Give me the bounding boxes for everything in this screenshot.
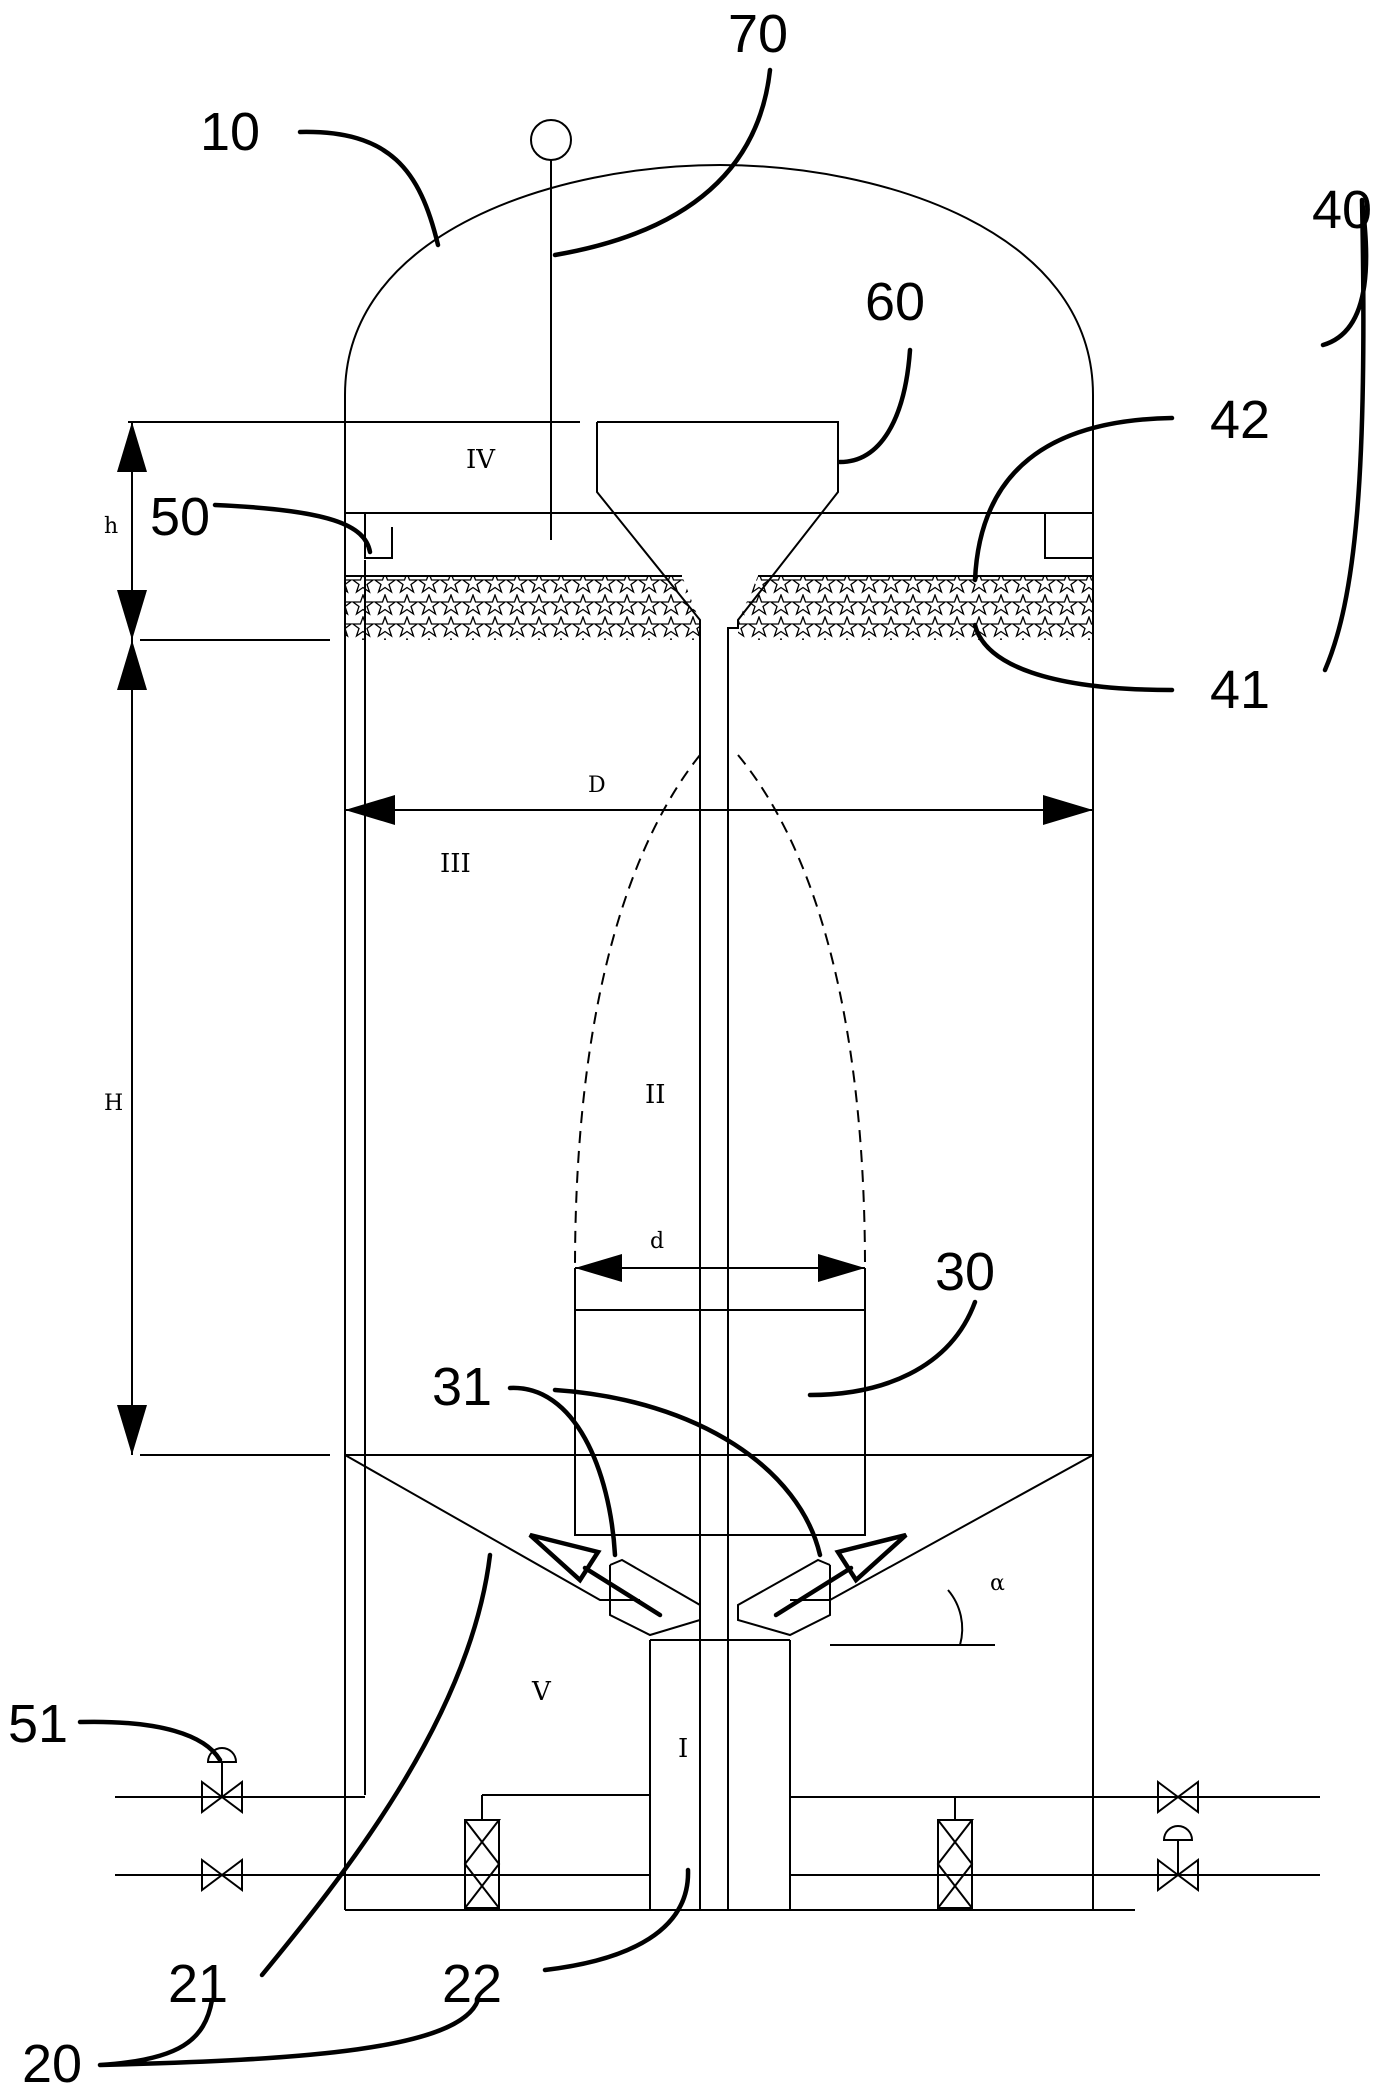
funnel [597, 421, 839, 1910]
right-filter-x [936, 1819, 975, 1911]
d-arrow-right [1043, 795, 1093, 825]
leader-22 [542, 1867, 691, 1973]
leader-40 [1320, 197, 1369, 673]
valve-lower-left [201, 1858, 243, 1892]
zone-v: V [531, 1677, 552, 1707]
h-big-arrow-top [117, 640, 147, 690]
h-small-arrow-bottom [117, 590, 147, 640]
dim-alpha: α [990, 1571, 1005, 1596]
ref-51: 51 [8, 1694, 68, 1754]
leader-31-right [552, 1387, 823, 1558]
level-gauge-float [530, 119, 572, 161]
h-big-arrow-bottom [117, 1405, 147, 1455]
deflector-right [737, 1558, 831, 1637]
zone-ii-left-boundary [574, 754, 701, 1269]
deflector-left [609, 1558, 701, 1637]
left-filter-x [463, 1819, 502, 1911]
h-small-arrow-top [117, 422, 147, 472]
ref-42: 42 [1210, 390, 1270, 450]
dim-d-large: D [588, 773, 606, 798]
leader-30 [807, 1299, 978, 1398]
draft-tube [574, 1268, 866, 1536]
overflow-weir-right [1044, 513, 1093, 559]
vessel-dome [344, 163, 1094, 396]
ref-30: 30 [935, 1242, 995, 1302]
outlet-valve-right [1157, 1825, 1199, 1892]
leader-70 [552, 67, 773, 258]
ref-10: 10 [200, 102, 260, 162]
leader-42 [972, 415, 1175, 583]
alpha-arc [947, 1589, 964, 1646]
small-d-arrow-right [818, 1254, 865, 1282]
zone-iii: III [440, 849, 471, 879]
zone-ii: II [645, 1080, 666, 1110]
flow-arrow-left-head [528, 1532, 602, 1584]
ref-50: 50 [150, 487, 210, 547]
dim-d-small: d [650, 1229, 664, 1254]
cone-left [344, 1454, 640, 1601]
leader-31-left [507, 1385, 618, 1558]
packing-layer-right [738, 576, 1093, 640]
left-filter [464, 1819, 500, 1909]
leader-21 [259, 1552, 493, 1978]
dim-h-large: H [104, 1091, 123, 1116]
overflow-weir-left [364, 513, 393, 559]
d-arrow-left [345, 795, 395, 825]
right-filter [937, 1819, 973, 1909]
leader-60 [837, 347, 913, 465]
outlet-valve-left [201, 1747, 243, 1814]
leader-20 [97, 1997, 481, 2068]
leader-51 [77, 1719, 223, 1763]
flow-arrow-right-head [834, 1532, 908, 1584]
leader-41 [972, 622, 1175, 693]
zone-iv: IV [466, 445, 496, 475]
ref-60: 60 [865, 272, 925, 332]
zone-i: I [678, 1734, 688, 1764]
ref-41: 41 [1210, 660, 1270, 720]
packing-layer-left [345, 576, 700, 640]
dim-h-small: h [104, 514, 118, 539]
ref-40: 40 [1312, 180, 1372, 240]
ref-21: 21 [168, 1954, 228, 2014]
flow-arrow-right-shaft [773, 1565, 854, 1618]
funnel-left [596, 422, 701, 1910]
flow-arrow-left-shaft [582, 1565, 663, 1618]
valve-upper-right [1157, 1780, 1199, 1814]
ref-20: 20 [22, 2034, 82, 2089]
leader-10 [297, 129, 441, 248]
leader-50 [212, 502, 373, 555]
ref-31: 31 [432, 1357, 492, 1417]
ref-70: 70 [728, 4, 788, 64]
small-d-arrow-left [575, 1254, 622, 1282]
ref-22: 22 [442, 1954, 502, 2014]
zone-ii-right-boundary [737, 754, 866, 1269]
